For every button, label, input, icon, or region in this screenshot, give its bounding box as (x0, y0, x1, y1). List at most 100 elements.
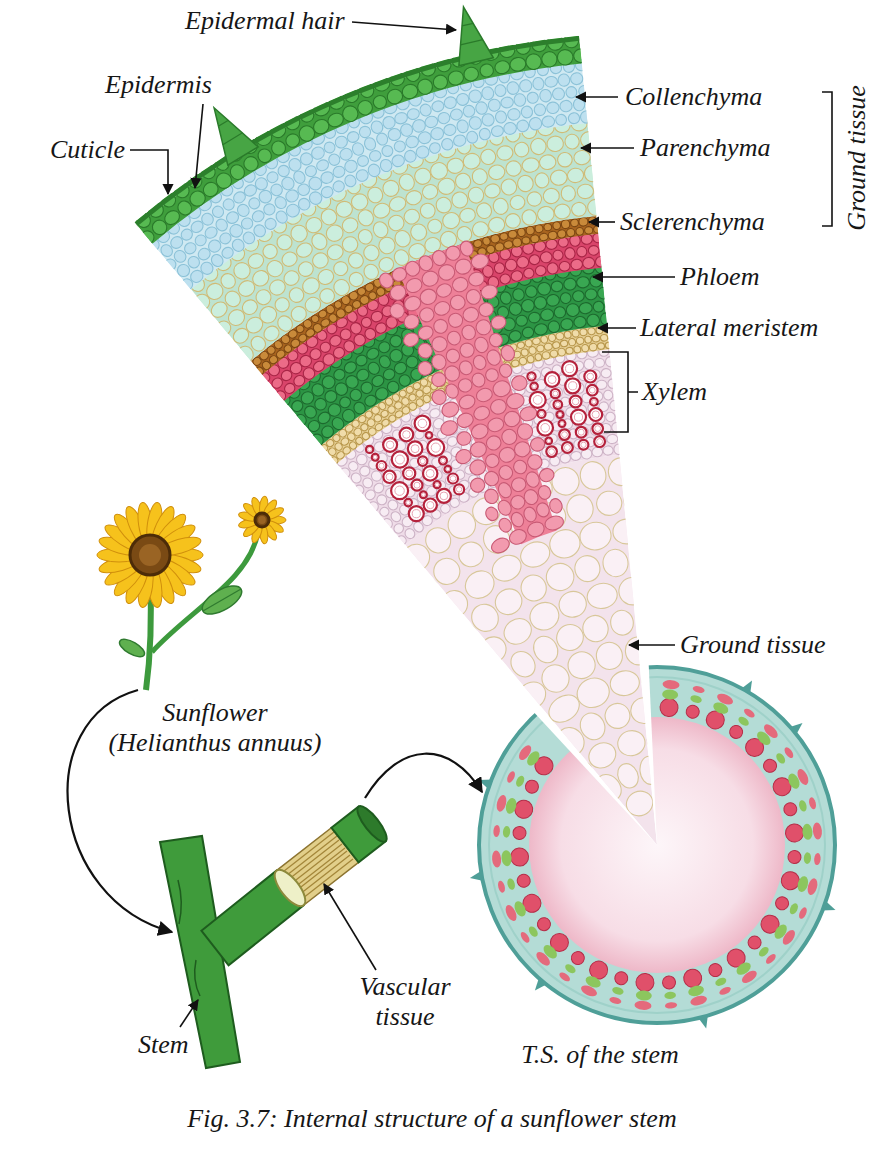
illustration-part (474, 386, 494, 404)
illustration-part (533, 295, 548, 310)
illustration-part (455, 92, 470, 106)
illustration-part (372, 524, 386, 538)
illustration-part (464, 288, 482, 307)
illustration-part (690, 694, 703, 704)
illustration-part (524, 339, 533, 348)
illustration-part (368, 447, 372, 451)
illustration-part (443, 123, 458, 137)
illustration-part (546, 293, 561, 307)
illustration-part (434, 195, 453, 215)
xylem-vessel (565, 378, 580, 393)
illustration-part (363, 136, 378, 152)
illustration-part (397, 172, 417, 193)
xylem-vessel (562, 361, 577, 376)
illustration-part (482, 236, 491, 246)
illustration-part (482, 469, 501, 488)
illustration-part (455, 225, 473, 244)
illustration-part (361, 262, 381, 282)
illustration-part (432, 73, 449, 90)
illustration-part (812, 822, 822, 840)
illustration-part (448, 293, 467, 312)
illustration-part (491, 850, 501, 868)
illustration-part (526, 355, 534, 364)
illustration-part (462, 104, 476, 118)
illustration-part (536, 344, 545, 352)
illustration-part (481, 86, 495, 101)
illustration-part (553, 306, 566, 319)
part-label: Stem (138, 1030, 189, 1060)
illustration-part (593, 225, 602, 233)
xylem-vessel (576, 427, 587, 438)
illustration-part (322, 140, 336, 154)
illustration-part (555, 114, 567, 126)
illustration-part (494, 110, 507, 124)
xylem-vessel (538, 410, 546, 418)
illustration-part (557, 348, 566, 357)
illustration-part (283, 420, 300, 437)
illustration-part (358, 125, 373, 140)
vascular-bundle (727, 707, 756, 741)
illustration-part (510, 847, 530, 867)
illustration-part (457, 393, 477, 412)
illustration-part (573, 48, 589, 63)
illustration-part (564, 331, 572, 339)
xylem-vessel (415, 416, 431, 432)
illustration-part (522, 488, 540, 507)
ts-bundles (470, 679, 836, 1028)
illustration-part (484, 452, 502, 469)
illustration-part (468, 89, 483, 104)
illustration-part (589, 221, 615, 223)
illustration-part (564, 445, 570, 451)
part-label: Xylem (642, 377, 707, 407)
illustration-part (557, 49, 574, 66)
illustration-part (555, 402, 560, 407)
illustration-part (557, 229, 567, 238)
illustration-part (591, 446, 603, 457)
illustration-part (532, 384, 536, 388)
part-label: Parenchyma (640, 133, 770, 163)
illustration-part (539, 251, 552, 264)
illustration-part (797, 906, 808, 920)
illustration-part (571, 202, 587, 217)
illustration-part (474, 318, 493, 337)
illustration-part (548, 497, 564, 514)
illustration-part (533, 103, 546, 116)
illustration-part (573, 150, 591, 166)
illustration-part (715, 691, 734, 706)
illustration-part (340, 215, 361, 235)
illustration-part (600, 312, 613, 325)
illustration-part (444, 473, 457, 486)
illustration-part (500, 427, 519, 446)
vascular-bundle (505, 770, 540, 796)
illustration-part (519, 931, 531, 945)
xylem-vessel (551, 389, 560, 398)
illustration-part (446, 467, 450, 471)
xylem-vessel (579, 440, 589, 450)
illustration-part (484, 434, 503, 452)
illustration-part (564, 247, 576, 260)
illustration-part (780, 928, 797, 947)
illustration-part (533, 396, 542, 405)
illustration-part (555, 332, 564, 341)
xylem-vessel (434, 481, 441, 488)
vascular-bundle (742, 722, 781, 761)
part-label: Phloem (680, 262, 759, 292)
illustration-part (493, 262, 506, 275)
illustration-part (432, 299, 452, 317)
illustration-part (536, 281, 551, 296)
illustration-part (535, 501, 551, 518)
illustration-part (449, 108, 463, 122)
illustration-part (597, 439, 603, 445)
illustration-part (607, 378, 617, 388)
illustration-part (573, 316, 587, 329)
illustration-part (798, 799, 808, 812)
illustration-part (714, 976, 728, 987)
illustration-part (606, 434, 618, 444)
illustration-part (536, 205, 555, 223)
illustration-part (266, 401, 282, 417)
illustration-part (580, 612, 611, 644)
illustration-part (764, 952, 777, 965)
illustration-part (534, 224, 543, 233)
illustration-part (565, 347, 573, 355)
illustration-part (445, 156, 465, 175)
